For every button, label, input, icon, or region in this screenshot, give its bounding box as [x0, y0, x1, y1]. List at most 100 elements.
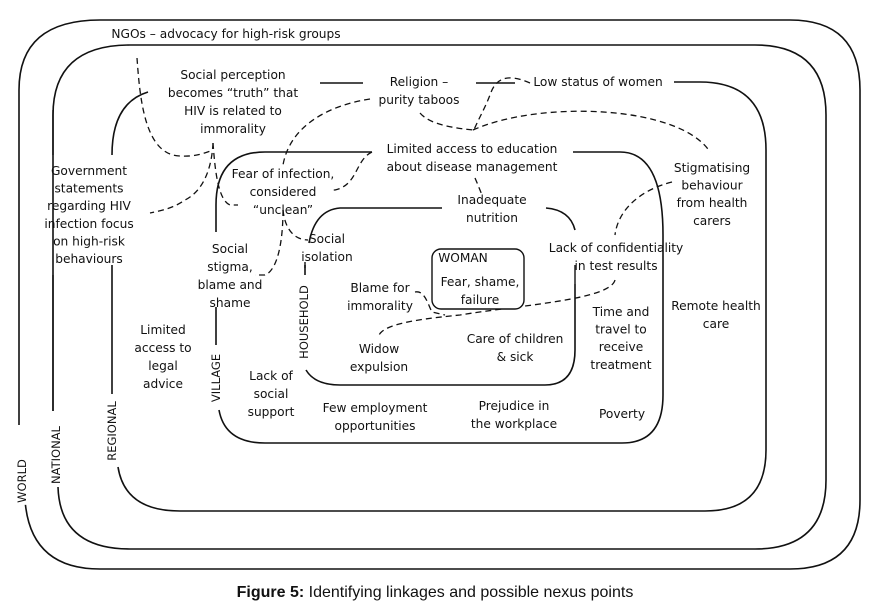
node-line: Low status of women	[533, 75, 662, 89]
node-line: carers	[693, 214, 731, 228]
figure-caption-text: Identifying linkages and possible nexus …	[304, 584, 634, 601]
link-religion-fear	[282, 98, 371, 166]
node-line: Fear, shame,	[441, 275, 520, 289]
level-label-mask	[296, 283, 312, 361]
node-line: Blame for	[350, 281, 410, 295]
link-perception-government	[149, 142, 214, 214]
household-frame-bottom	[305, 284, 576, 386]
node-labels: NGOs – advocacy for high-risk groupsSoci…	[44, 27, 760, 433]
node-line: & sick	[497, 350, 535, 364]
node-prejudice: Prejudice in the workplace	[471, 399, 557, 431]
link-confidentiality-widow	[377, 279, 616, 339]
level-label-mask	[104, 398, 120, 463]
node-line: Religion –	[390, 75, 448, 89]
node-line: failure	[461, 293, 500, 307]
node-social-isolation: Social isolation	[301, 232, 352, 264]
node-line: social	[254, 387, 289, 401]
node-fear-infection: Fear of infection,considered“unclean”	[232, 167, 335, 217]
figure-caption: Figure 5: Identifying linkages and possi…	[0, 584, 870, 602]
node-line: becomes “truth” that	[168, 86, 298, 100]
level-frames	[18, 19, 861, 570]
link-education-fear	[330, 151, 373, 191]
node-line: Prejudice in	[479, 399, 550, 413]
node-line: legal	[148, 359, 177, 373]
node-line: Poverty	[599, 407, 645, 421]
link-religion-education	[419, 112, 474, 131]
link-fear-isolation	[282, 209, 309, 241]
node-line: Few employment	[323, 401, 428, 415]
node-line: “unclean”	[253, 203, 313, 217]
node-lack-confidentiality: Lack of confidentiality in test results	[549, 241, 683, 273]
link-ngo-perception	[136, 57, 214, 157]
level-labels: WORLD NATIONAL REGIONAL VILLAGE HOUSEHOL…	[14, 283, 312, 505]
node-woman-feelings: Fear, shame, failure	[441, 275, 520, 307]
level-label-mask	[48, 423, 64, 486]
node-line: Social	[212, 242, 248, 256]
link-education-stigmatising	[472, 110, 711, 153]
node-line: receive	[599, 340, 644, 354]
node-limited-education: Limited access to education about disease…	[387, 142, 558, 174]
level-label-household: HOUSEHOLD	[297, 285, 311, 359]
node-line: in test results	[574, 259, 657, 273]
link-perception-fear	[212, 142, 238, 206]
node-line: from health	[677, 196, 748, 210]
node-line: isolation	[301, 250, 352, 264]
node-line: immorality	[347, 299, 413, 313]
level-label-regional: REGIONAL	[105, 401, 119, 461]
regional-frame-top-left	[111, 91, 149, 156]
village-frame-main	[218, 151, 664, 444]
figure-caption-label: Figure 5:	[236, 584, 305, 601]
node-line: expulsion	[350, 360, 408, 374]
node-line: the workplace	[471, 417, 557, 431]
level-label-mask	[208, 351, 224, 405]
node-line: about disease management	[387, 160, 558, 174]
node-line: Limited access to education	[387, 142, 558, 156]
node-line: Social	[309, 232, 345, 246]
node-line: NGOs – advocacy for high-risk groups	[111, 27, 340, 41]
node-line: infection focus	[44, 217, 133, 231]
node-line: Fear of infection,	[232, 167, 335, 181]
node-line: Widow	[359, 342, 399, 356]
link-blame-woman	[414, 291, 446, 316]
level-label-village: VILLAGE	[209, 354, 223, 402]
node-line: Inadequate	[457, 193, 526, 207]
link-status-education	[472, 77, 531, 133]
node-line: regarding HIV	[47, 199, 131, 213]
node-line: Time and	[592, 305, 650, 319]
node-line: shame	[210, 296, 251, 310]
node-legal-advice: Limited access to legal advice	[134, 323, 191, 391]
node-woman-title: WOMAN	[438, 251, 488, 265]
node-line: behaviours	[55, 252, 123, 266]
node-line: Lack of confidentiality	[549, 241, 683, 255]
level-label-mask	[14, 457, 30, 505]
link-education-nutrition	[474, 177, 483, 196]
node-line: Care of children	[467, 332, 564, 346]
level-label-world: WORLD	[15, 459, 29, 503]
node-line: on high-risk	[53, 234, 126, 248]
node-line: travel to	[595, 323, 646, 337]
node-widow: Widow expulsion	[350, 342, 408, 374]
node-care-children: Care of children & sick	[467, 332, 564, 364]
node-line: nutrition	[466, 211, 518, 225]
node-line: access to	[134, 341, 191, 355]
node-line: advice	[143, 377, 183, 391]
node-line: treatment	[590, 358, 651, 372]
node-inadequate-nutrition: Inadequate nutrition	[457, 193, 526, 225]
node-line: Social perception	[180, 68, 285, 82]
node-poverty: Poverty	[599, 407, 645, 421]
node-line: HIV is related to	[184, 104, 282, 118]
node-line: Limited	[140, 323, 185, 337]
national-frame	[52, 44, 827, 550]
node-line: behaviour	[681, 179, 743, 193]
regional-frame-main	[117, 81, 767, 512]
node-ngos: NGOs – advocacy for high-risk groups	[111, 27, 340, 41]
node-line: blame and	[198, 278, 263, 292]
